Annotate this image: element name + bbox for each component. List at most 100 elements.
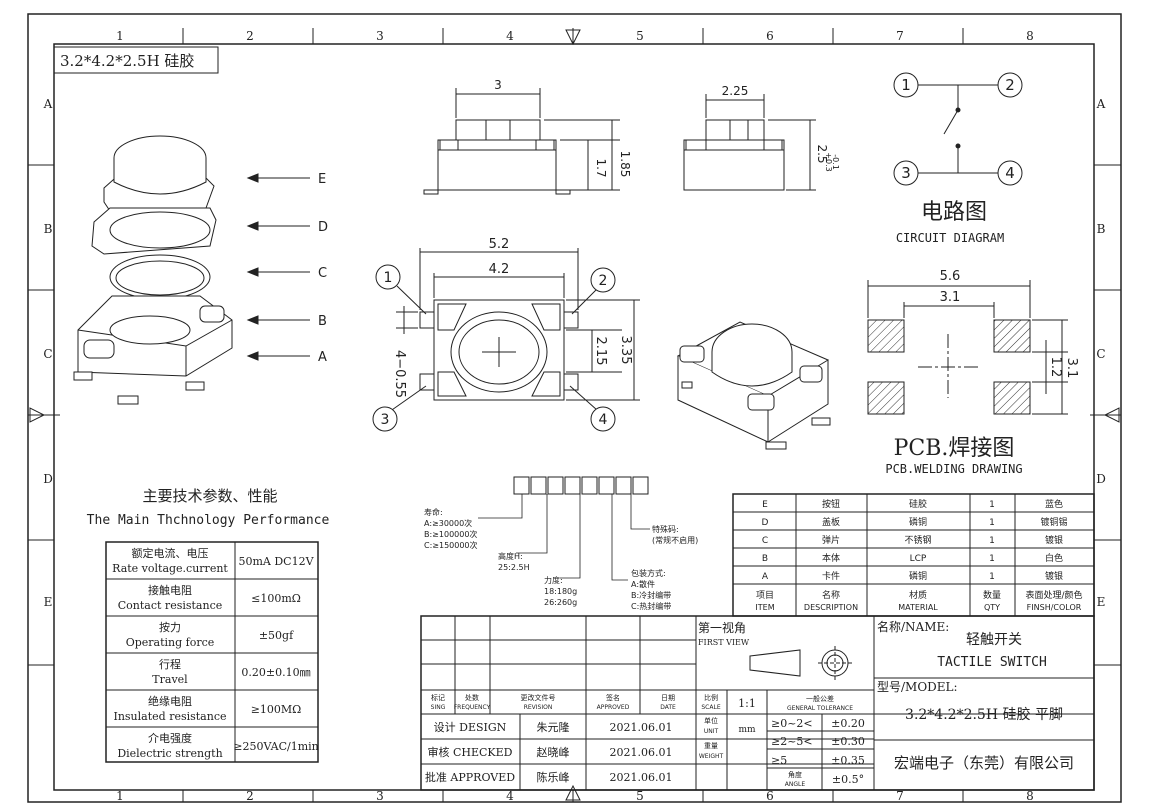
model-label: 型号/MODEL:	[877, 680, 958, 694]
tol-range-1: ≥0~2<	[771, 717, 813, 730]
rev-header-freq-cn: 处数	[465, 693, 479, 702]
bom-row-a-item: A	[762, 572, 769, 582]
perf-row-1-val: 50mA DC12V	[238, 555, 314, 568]
order-code-leaders	[478, 494, 650, 581]
pcb-title-cn: PCB.焊接图	[894, 436, 1015, 461]
product-name-cn: 轻触开关	[966, 632, 1022, 648]
grid-col-2-top: 2	[246, 29, 254, 43]
perf-title-en: The Main Thchnology Performance	[87, 513, 330, 528]
center-arrow-bottom	[565, 784, 581, 801]
order-life-title: 寿命:	[424, 507, 443, 517]
bom-row-d-item: D	[762, 518, 769, 528]
exploded-arrows	[246, 173, 310, 361]
grid-col-5-top: 5	[636, 29, 644, 43]
grid-row-c-right: C	[1096, 347, 1105, 361]
dim-pcb-w2: 3.1	[940, 290, 961, 305]
circuit-pin-3: 3	[901, 164, 911, 182]
bom-row-b-item: B	[762, 554, 768, 564]
dim-top-width: 3	[494, 78, 502, 92]
scale-en: SCALE	[701, 704, 720, 711]
order-height-val: 25:2.5H	[498, 563, 530, 572]
angle-cn: 角度	[788, 770, 802, 779]
bom-header-item-cn: 项目	[756, 590, 774, 601]
order-pack-opt-c: C:热封编带	[631, 601, 671, 611]
tolerance-cn: 一般公差	[806, 694, 834, 703]
grid-row-b-left: B	[44, 222, 53, 236]
tol-value-angle: ±0.5°	[832, 773, 864, 786]
perf-title-cn: 主要技术参数、性能	[142, 487, 277, 505]
pin-callout-1: 1	[384, 270, 393, 286]
circuit-diagram	[893, 72, 1023, 186]
bom-row-b-qty: 1	[989, 554, 995, 564]
order-special-note: (常规不启用)	[652, 535, 698, 545]
scale-cn: 比例	[704, 693, 718, 702]
grid-col-3-top: 3	[376, 29, 384, 43]
bom-row-e-color: 蓝色	[1045, 498, 1063, 510]
circuit-pin-4: 4	[1005, 164, 1015, 182]
bom-row-e-mat: 硅胶	[909, 498, 927, 510]
perf-row-2-val: ≤100mΩ	[251, 592, 301, 605]
bom-header-desc-cn: 名称	[822, 589, 840, 601]
bom-row-a-color: 镀银	[1045, 570, 1063, 582]
dim-side-height: 2.5	[815, 144, 829, 163]
bom-row-d-color: 镀铜锡	[1040, 516, 1067, 528]
order-pack-opt-a: A:散件	[631, 579, 655, 589]
rev-header-freq-en: FREQUENCY	[454, 704, 491, 711]
dim-body-w2: 4.2	[489, 262, 510, 277]
label-d: D	[318, 220, 328, 235]
bom-row-b-mat: LCP	[910, 554, 927, 564]
grid-col-4-bottom: 4	[506, 789, 514, 803]
perf-row-6-cn: 介电强度	[148, 731, 192, 745]
grid-col-5-bottom: 5	[636, 789, 644, 803]
order-pack-title: 包装方式:	[631, 568, 666, 578]
dim-body-h2: 3.35	[618, 336, 633, 365]
dim-side-width: 2.25	[722, 84, 749, 98]
exploded-view	[73, 135, 233, 405]
title-block	[420, 615, 1095, 791]
product-name-en: TACTILE SWITCH	[937, 655, 1047, 670]
grid-col-4-top: 4	[506, 29, 514, 43]
grid-col-3-bottom: 3	[376, 789, 384, 803]
tol-range-2: ≥2~5<	[771, 735, 813, 748]
rev-header-date-en: DATE	[660, 704, 676, 711]
bom-header-color-cn: 表面处理/颜色	[1025, 589, 1082, 601]
bom-row-c-qty: 1	[989, 536, 995, 546]
circuit-pin-1: 1	[901, 76, 911, 94]
bom-row-e-desc: 按钮	[822, 498, 840, 510]
perf-row-4-cn: 行程	[159, 658, 181, 671]
pin-callout-2: 2	[599, 273, 608, 289]
bom-row-d-desc: 盖板	[822, 516, 840, 528]
grid-labels: 1 2 3 4 5 6 7 8 1 2 3 4 5 6 7 8 A B C D …	[43, 29, 1106, 803]
order-life-opt-a: A:≥30000次	[424, 518, 472, 528]
outer-frame	[27, 13, 1122, 803]
grid-col-6-top: 6	[766, 29, 774, 43]
rev-header-appr-cn: 签名	[606, 693, 620, 702]
sign-name-design: 朱元隆	[537, 720, 570, 734]
label-e: E	[318, 172, 326, 187]
label-c: C	[318, 266, 327, 281]
grid-row-e-left: E	[44, 595, 53, 609]
dim-pcb-h2: 3.1	[1064, 358, 1079, 379]
sign-role-approved: 批准 APPROVED	[425, 770, 515, 784]
grid-col-1-bottom: 1	[116, 789, 124, 803]
model-value: 3.2*4.2*2.5H 硅胶 平脚	[905, 706, 1063, 723]
perf-table	[105, 541, 319, 763]
bom-header-color-en: FINSH/COLOR	[1027, 603, 1082, 612]
grid-row-a-right: A	[1096, 97, 1106, 111]
perf-row-3-val: ±50gf	[259, 629, 294, 642]
rev-header-rev-cn: 更改文件号	[521, 693, 556, 702]
rev-header-appr-en: APPROVED	[597, 704, 630, 711]
bom-table	[732, 493, 1095, 617]
order-special-title: 特殊码:	[652, 524, 679, 534]
circuit-title-cn: 电路图	[921, 200, 987, 225]
circuit-title-en: CIRCUIT DIAGRAM	[896, 231, 1004, 245]
grid-col-7-bottom: 7	[896, 789, 904, 803]
grid-col-7-top: 7	[896, 29, 904, 43]
dim-side-tol-plus: +0.3	[824, 152, 833, 171]
title-box	[53, 46, 219, 74]
bom-row-c-item: C	[762, 536, 768, 546]
perf-row-3-en: Operating force	[126, 636, 215, 649]
grid-row-e-right: E	[1097, 595, 1106, 609]
grid-row-d-right: D	[1096, 472, 1106, 486]
